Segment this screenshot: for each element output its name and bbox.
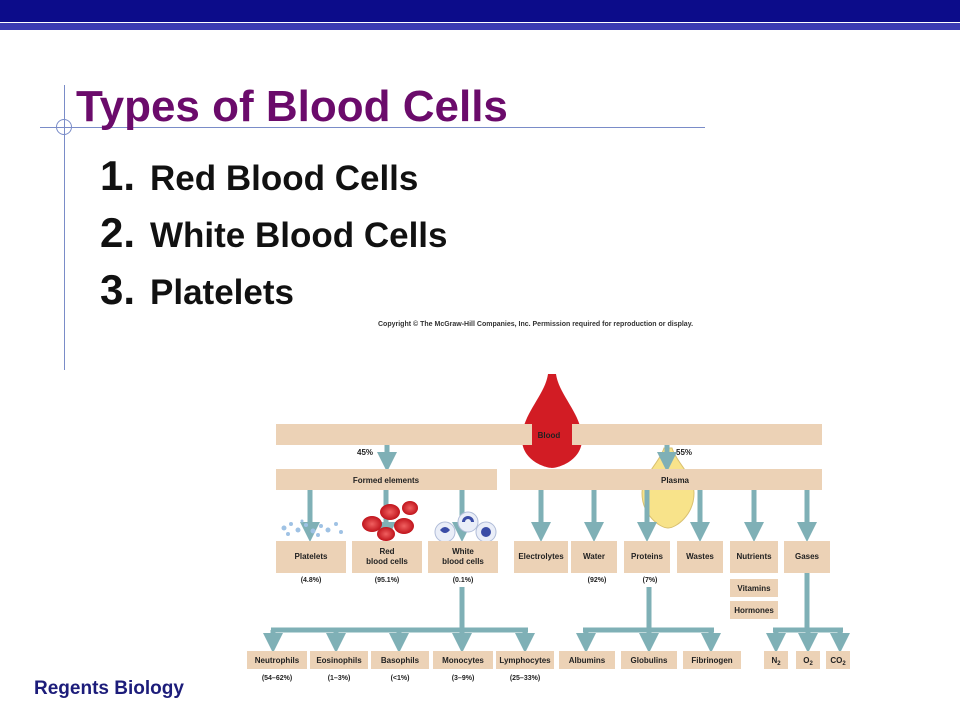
plasma-label: Plasma <box>661 476 690 485</box>
red-blood-cells-illustration-icon <box>362 501 418 541</box>
white-blood-cells-percentage: (0.1%) <box>453 577 474 584</box>
fibrinogen-label: Fibrinogen <box>691 656 732 665</box>
basophils-label: Basophils <box>381 656 420 665</box>
top-banner <box>0 0 960 30</box>
water-box <box>571 541 617 573</box>
oxygen-label: O2 <box>803 656 813 667</box>
list-item: 1. Red Blood Cells <box>100 152 418 200</box>
eosinophils-percentage: (1–3%) <box>328 675 351 682</box>
list-item-label: Platelets <box>150 273 294 312</box>
white-blood-cells-illustration-icon <box>434 511 497 543</box>
crosshair-vertical-line <box>64 85 65 370</box>
globulins-label: Globulins <box>631 656 668 665</box>
proteins-percentage: (7%) <box>643 577 658 584</box>
list-item: 3. Platelets <box>100 266 294 314</box>
water-percentage: (92%) <box>588 577 607 584</box>
list-item: 2. White Blood Cells <box>100 209 448 257</box>
albumins-label: Albumins <box>569 656 606 665</box>
slide-title: Types of Blood Cells <box>76 82 508 131</box>
proteins-label: Proteins <box>631 552 664 561</box>
fibrinogen-box <box>683 651 741 669</box>
list-item-number: 2. <box>100 209 136 256</box>
oxygen-box <box>796 651 820 669</box>
plasma-box <box>510 469 822 490</box>
plasma-percentage: 55% <box>676 448 692 457</box>
vitamins-box <box>730 579 778 597</box>
eosinophils-label: Eosinophils <box>316 656 362 665</box>
blood-drop-icon <box>521 374 583 468</box>
white-blood-cells-label-line2: blood cells <box>442 557 484 566</box>
nutrients-label: Nutrients <box>736 552 772 561</box>
vitamins-label: Vitamins <box>737 584 771 593</box>
platelets-label: Platelets <box>295 552 328 561</box>
list-item-label: White Blood Cells <box>150 216 448 255</box>
list-item-label: Red Blood Cells <box>150 159 419 198</box>
red-blood-cells-label-line1: Red <box>379 547 394 556</box>
hormones-label: Hormones <box>734 606 774 615</box>
red-blood-cells-label-line2: blood cells <box>366 557 408 566</box>
wastes-box <box>677 541 723 573</box>
white-blood-cells-label-line1: White <box>452 547 474 556</box>
blood-composition-diagram: Copyright © The McGraw-Hill Companies, I… <box>247 320 850 682</box>
carbon-dioxide-box <box>826 651 850 669</box>
electrolytes-label: Electrolytes <box>518 552 564 561</box>
wastes-label: Wastes <box>686 552 714 561</box>
formed-elements-box <box>276 469 497 490</box>
blood-label: Blood <box>538 431 561 440</box>
crosshair-circle-icon <box>56 119 72 135</box>
eosinophils-box <box>310 651 368 669</box>
platelets-illustration-icon <box>281 519 343 537</box>
footer-course-name: Regents Biology <box>34 678 184 699</box>
water-label: Water <box>583 552 605 561</box>
basophils-box <box>371 651 429 669</box>
formed-percentage: 45% <box>357 448 373 457</box>
electrolytes-box <box>514 541 568 573</box>
carbon-dioxide-label: CO2 <box>830 656 846 667</box>
platelets-box <box>276 541 346 573</box>
nitrogen-label: N2 <box>771 656 781 667</box>
nitrogen-box <box>764 651 788 669</box>
copyright-notice: Copyright © The McGraw-Hill Companies, I… <box>378 320 693 328</box>
hormones-box <box>730 601 778 619</box>
lymphocytes-percentage: (25–33%) <box>510 675 540 682</box>
red-blood-cells-box <box>352 541 422 573</box>
gases-label: Gases <box>795 552 820 561</box>
nutrients-box <box>730 541 778 573</box>
monocytes-percentage: (3–9%) <box>452 675 475 682</box>
monocytes-label: Monocytes <box>442 656 484 665</box>
globulins-box <box>621 651 677 669</box>
blood-drop-overlap <box>532 424 572 445</box>
gases-box <box>784 541 830 573</box>
crosshair-horizontal-line <box>40 127 705 128</box>
platelets-percentage: (4.8%) <box>301 577 322 584</box>
neutrophils-label: Neutrophils <box>255 656 300 665</box>
neutrophils-percentage: (54–62%) <box>262 675 292 682</box>
list-item-number: 1. <box>100 152 136 199</box>
red-blood-cells-percentage: (95.1%) <box>375 577 400 584</box>
lymphocytes-label: Lymphocytes <box>499 656 551 665</box>
proteins-box <box>624 541 670 573</box>
basophils-percentage: (<1%) <box>391 675 410 682</box>
formed-elements-label: Formed elements <box>353 476 420 485</box>
albumins-box <box>559 651 615 669</box>
list-item-number: 3. <box>100 266 136 313</box>
neutrophils-box <box>247 651 307 669</box>
monocytes-box <box>433 651 493 669</box>
lymphocytes-box <box>496 651 554 669</box>
white-blood-cells-box <box>428 541 498 573</box>
